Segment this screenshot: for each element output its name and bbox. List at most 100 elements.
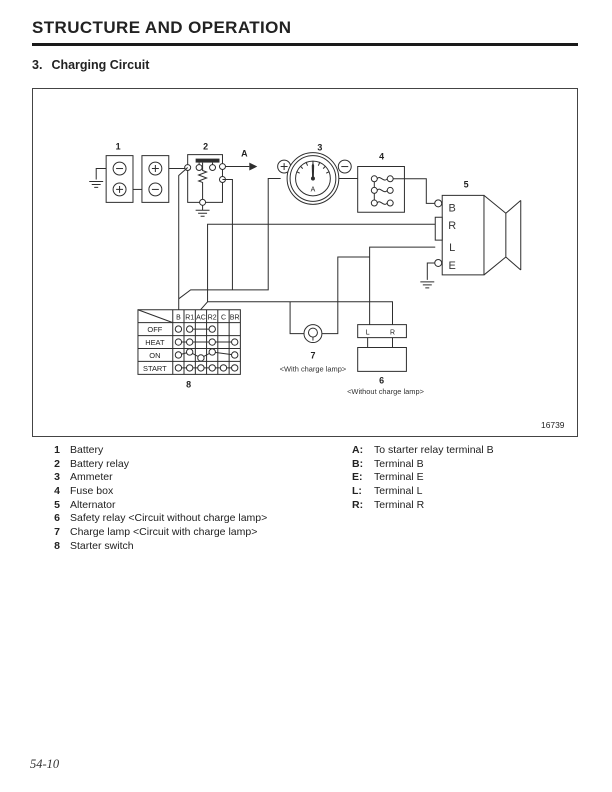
battery-relay-number: 2 bbox=[203, 142, 208, 152]
legend-num: 7 bbox=[54, 526, 60, 539]
alternator-ground-wire bbox=[427, 263, 434, 280]
terminal-label: Terminal E bbox=[374, 471, 424, 484]
legend-item: 6 Safety relay <Circuit without charge la… bbox=[48, 512, 267, 526]
col-b: B bbox=[176, 315, 181, 322]
contact-dot bbox=[175, 352, 181, 358]
without-charge-lamp-caption: <Without charge lamp> bbox=[347, 387, 424, 396]
relay-terminal bbox=[219, 164, 225, 170]
col-r2: R2 bbox=[208, 315, 217, 322]
charge-lamp-group: 7 <With charge lamp> bbox=[280, 325, 347, 373]
contact-dot bbox=[209, 326, 215, 332]
legend-label: Ammeter bbox=[70, 471, 113, 484]
alternator-number: 5 bbox=[464, 179, 469, 189]
legend-item: 7 Charge lamp <Circuit with charge lamp> bbox=[48, 526, 267, 540]
legend-label: Charge lamp <Circuit with charge lamp> bbox=[70, 526, 258, 539]
contact-dot bbox=[232, 339, 238, 345]
relay-terminal bbox=[210, 165, 216, 171]
safety-relay-l-label: L bbox=[366, 330, 370, 337]
legend-label: Safety relay <Circuit without charge lam… bbox=[70, 512, 268, 525]
legend-label: Starter switch bbox=[70, 539, 134, 552]
contact-dot bbox=[209, 349, 215, 355]
charge-lamp-number: 7 bbox=[310, 350, 315, 360]
contact-dot bbox=[209, 339, 215, 345]
terminal-item: A:To starter relay terminal B bbox=[352, 444, 494, 458]
legend-terminals: A:To starter relay terminal B B:Terminal… bbox=[352, 444, 494, 512]
col-br: BR bbox=[230, 315, 240, 322]
contact-dot bbox=[175, 365, 181, 371]
terminal-label: Terminal R bbox=[374, 498, 425, 511]
relay-coil-resistor bbox=[199, 163, 207, 200]
legend-num: 1 bbox=[54, 444, 60, 456]
legend-label: Alternator bbox=[70, 498, 116, 511]
wire-to-safety-relay-r bbox=[208, 302, 393, 325]
terminal-item: B:Terminal B bbox=[352, 458, 494, 472]
terminal-item: L:Terminal L bbox=[352, 485, 494, 499]
contact-dot bbox=[209, 365, 215, 371]
page-number: 54-10 bbox=[30, 757, 60, 771]
contact-dot bbox=[232, 352, 238, 358]
wire-terminal-l bbox=[370, 247, 436, 325]
contact-dot bbox=[220, 365, 226, 371]
col-ac: AC bbox=[196, 315, 206, 322]
terminal-l-label: L bbox=[449, 242, 455, 254]
contact-dot bbox=[175, 326, 181, 332]
safety-relay-group: L R 6 <Without charge lamp> bbox=[347, 325, 424, 396]
terminal-key: B: bbox=[352, 457, 364, 470]
fuse-box-group: 4 bbox=[339, 152, 435, 213]
contact-dot bbox=[186, 349, 192, 355]
ground-icon bbox=[196, 210, 210, 216]
battery-group: 1 bbox=[89, 142, 187, 203]
terminal-e-label: E bbox=[449, 260, 456, 272]
safety-relay-number: 6 bbox=[379, 375, 384, 385]
legend-item: 5 Alternator bbox=[48, 499, 267, 513]
contact-dot bbox=[186, 339, 192, 345]
ammeter-needle bbox=[311, 162, 315, 181]
safety-relay-r-label: R bbox=[390, 330, 395, 337]
wire-l-to-charge-lamp bbox=[322, 257, 370, 334]
terminal-item: R:Terminal R bbox=[352, 499, 494, 513]
to-starter-relay-arrow: A bbox=[225, 149, 258, 171]
battery-number: 1 bbox=[116, 142, 121, 152]
alternator-group: 5 B R L E bbox=[420, 179, 520, 287]
ammeter-group: 3 A bbox=[278, 143, 352, 205]
point-a-label: A bbox=[241, 149, 248, 159]
legend-num: 8 bbox=[54, 539, 60, 552]
contact-dot bbox=[175, 339, 181, 345]
charging-circuit-svg: 1 2 bbox=[33, 142, 565, 430]
legend-num: 5 bbox=[54, 498, 60, 511]
ammeter-number: 3 bbox=[317, 143, 322, 153]
alternator-e-terminal bbox=[435, 260, 442, 267]
figure-number: 16739 bbox=[541, 420, 565, 430]
terminal-label: To starter relay terminal B bbox=[374, 444, 494, 456]
row-off: OFF bbox=[147, 325, 162, 334]
col-c: C bbox=[221, 315, 226, 322]
terminal-item: E: Terminal E bbox=[352, 471, 494, 485]
terminal-key: E: bbox=[352, 471, 363, 484]
alternator-pulley bbox=[484, 195, 521, 275]
arrow-head-icon bbox=[249, 162, 258, 171]
section-title: 3.Charging Circuit bbox=[32, 58, 149, 72]
section-title-text: Charging Circuit bbox=[51, 58, 150, 72]
relay-contact-bar bbox=[195, 158, 220, 163]
fusebox-to-alternator-wire bbox=[393, 179, 435, 204]
legend-num: 4 bbox=[54, 485, 60, 498]
row-heat: HEAT bbox=[145, 338, 165, 347]
legend-num: 6 bbox=[54, 512, 60, 525]
terminal-r-label: R bbox=[448, 220, 456, 232]
starter-switch-group: B R1 AC R2 C BR OFF HEAT ON START bbox=[138, 310, 240, 389]
col-r1: R1 bbox=[185, 315, 194, 322]
page-header: STRUCTURE AND OPERATION bbox=[32, 18, 578, 46]
with-charge-lamp-caption: <With charge lamp> bbox=[280, 364, 347, 373]
row-start: START bbox=[143, 364, 167, 373]
alternator-box bbox=[442, 195, 484, 275]
contact-dot bbox=[186, 326, 192, 332]
ground-icon bbox=[89, 181, 103, 187]
ammeter-unit-label: A bbox=[311, 186, 316, 193]
fuse-icon bbox=[377, 177, 387, 204]
legend-label: Fuse box bbox=[70, 485, 114, 498]
contact-dot bbox=[198, 355, 204, 361]
legend-item: 4 Fuse box bbox=[48, 485, 267, 499]
